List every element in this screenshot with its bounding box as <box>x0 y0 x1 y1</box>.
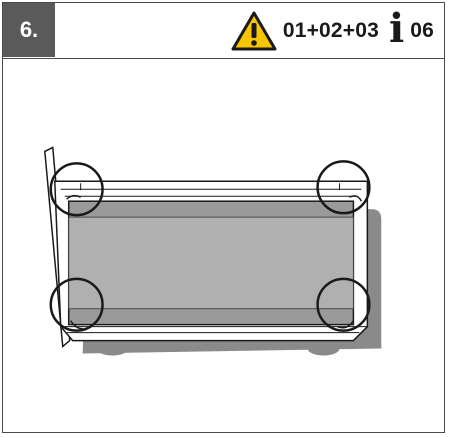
clip-top-right <box>349 195 363 202</box>
clip-bottom-right <box>337 320 355 329</box>
highlight-circle-bottom-right <box>316 277 371 332</box>
step-number: 6. <box>3 3 55 57</box>
highlight-circle-bottom-left <box>49 277 104 332</box>
clip-top-left <box>66 194 81 200</box>
highlight-circle-top-right <box>316 160 371 215</box>
info-icon: i <box>389 5 405 52</box>
instruction-panel: 6. 01+02+03 i 06 <box>2 2 445 433</box>
foot-right <box>307 341 340 356</box>
inner-band <box>68 216 354 310</box>
panel-header: 6. 01+02+03 i 06 <box>3 3 444 59</box>
foot-left <box>96 341 129 356</box>
info-references: 06 <box>410 19 434 42</box>
reference-group: 01+02+03 i 06 <box>231 7 434 55</box>
warning-references: 01+02+03 <box>282 19 380 42</box>
drawer-illustration <box>44 146 382 356</box>
warning-triangle-icon <box>231 11 277 51</box>
highlight-circle-top-left <box>49 162 104 217</box>
